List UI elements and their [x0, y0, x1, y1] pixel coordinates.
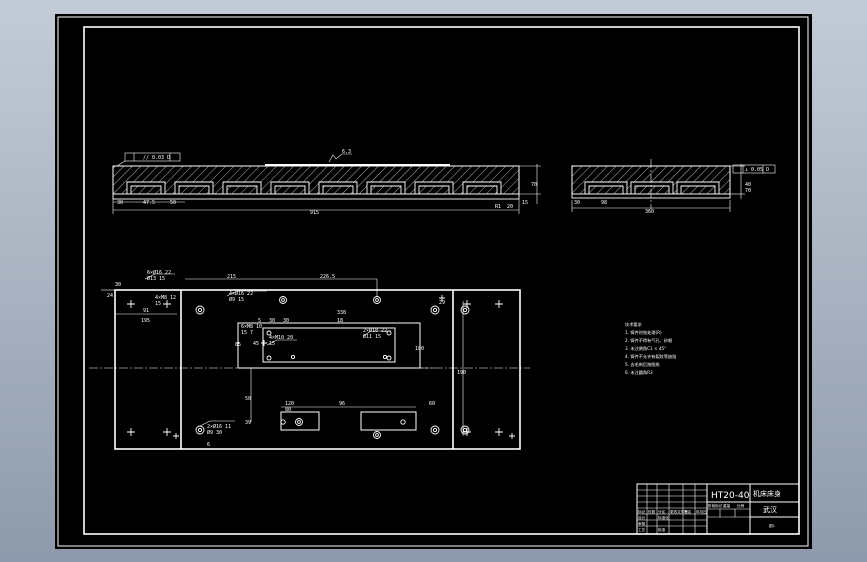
tb-label-zone: 分区	[658, 509, 666, 514]
dim-plan-30c: 30	[283, 318, 289, 324]
dim-plan-190: 190	[457, 370, 466, 376]
note-3: 3. 未注倒角C1 × 45°	[625, 345, 666, 352]
tb-label-count: 处数	[648, 509, 656, 514]
dim-plan-120: 120	[285, 401, 294, 407]
hole-callout-7b: 15 7	[241, 330, 253, 336]
tb-label-approve: 批准	[658, 527, 666, 532]
dim-plan-91: 91	[143, 308, 149, 314]
dim-side-40: 40	[745, 182, 751, 188]
hole-callout-6: 2×Ø16 11	[207, 423, 231, 430]
note-4: 4. 铸件不允许有裂纹等缺陷	[625, 353, 676, 360]
notes-title: 技术要求	[625, 321, 643, 328]
tb-label-process: 工艺	[638, 527, 646, 532]
hole-callout-3b: 15	[269, 341, 275, 347]
title-block-labels: 标记 处数 分区 更改文件号 签名 年月日 设计 标准化 审核 工艺 批准 阶段…	[638, 503, 745, 532]
dim-side-width: 360	[645, 209, 654, 215]
note-6: 6. 未注圆角R3	[625, 369, 653, 376]
dim-plan-a: 5	[258, 318, 261, 324]
tb-label-review: 审核	[638, 521, 646, 526]
tb-label-mark: 标记	[638, 509, 646, 514]
dim-plan-39: 39	[245, 420, 251, 426]
dim-plan-195: 195	[141, 318, 150, 324]
part-name: 机床床身	[753, 489, 781, 498]
hole-callout-7: 6×M8 10	[241, 324, 262, 330]
hole-callout-2: 4×Ø16 22	[229, 290, 253, 297]
dim-front-seg: 47.5	[143, 200, 155, 206]
note-5: 5. 去毛刺后按图纸	[625, 361, 660, 368]
front-section-view	[112, 152, 541, 214]
dim-side-left: 30	[574, 200, 580, 206]
inner-frame	[83, 26, 800, 535]
dim-plan-24: 24	[107, 293, 113, 299]
roughness-top: 6.3	[342, 149, 351, 155]
dim-side-70: 70	[745, 188, 751, 194]
dim-front-15: 15	[522, 200, 528, 206]
hole-callout-3: 4×M10 20	[269, 335, 293, 341]
dim-plan-226: 226.5	[320, 274, 335, 280]
dim-plan-45: 45	[253, 341, 259, 347]
side-section-view	[571, 159, 776, 212]
hole-callout-1: 6×Ø16 22	[147, 269, 171, 276]
dim-plan-80: 80	[285, 407, 291, 413]
dim-side-98: 98	[601, 200, 607, 206]
dim-plan-85: 85	[235, 342, 241, 348]
tb-label-date: 年月日	[696, 509, 707, 514]
tb-label-std: 标准化	[658, 515, 669, 520]
tb-label-scale: 比例	[737, 503, 745, 508]
tb-label-sign: 签名	[684, 509, 692, 514]
dim-front-end: 20	[507, 204, 513, 210]
hole-callout-2b: Ø9 15	[229, 296, 244, 303]
dim-plan-215: 215	[227, 274, 236, 280]
sheet-ref: 图1	[769, 524, 775, 528]
title-block	[636, 483, 800, 535]
tb-label-weight: 重量	[723, 503, 731, 508]
dim-plan-50: 50	[245, 396, 251, 402]
dim-front-height: 70	[531, 182, 537, 188]
dim-front-left: 30	[117, 200, 123, 206]
dim-plan-60: 60	[429, 401, 435, 407]
hole-callout-5b: 15	[155, 301, 161, 307]
flatness-frame: // 0.03 D	[143, 155, 170, 161]
dim-front-seg2: 50	[170, 200, 176, 206]
drawing-sheet: // 0.03 D 6.3 915 30 47.5 50 70 R1 20 15…	[55, 14, 812, 549]
dim-overall-length: 915	[310, 210, 319, 216]
company-name: 武汉	[763, 505, 777, 514]
material-code: HT20-40	[711, 491, 750, 501]
dim-plan-96: 96	[339, 401, 345, 407]
technical-notes: 技术要求 1. 铸件时效处理(R) 2. 铸件不得有气孔、砂眼 3. 未注倒角C…	[625, 321, 676, 376]
hole-callout-4b: Ø11 15	[363, 333, 381, 340]
dim-plan-30b: 30	[269, 318, 275, 324]
hole-callout-1b: Ø13 15	[147, 275, 165, 282]
dim-plan-180: 180	[415, 346, 424, 352]
tb-label-change: 更改文件号	[670, 509, 688, 514]
plan-crosshair-marks	[127, 295, 515, 439]
note-1: 1. 铸件时效处理(R)	[625, 329, 662, 336]
plan-view	[89, 273, 530, 450]
dim-plan-30: 30	[115, 282, 121, 288]
dim-plan-29: 29	[439, 300, 445, 306]
cad-drawing: // 0.03 D 6.3 915 30 47.5 50 70 R1 20 15…	[57, 16, 809, 547]
tb-label-design: 设计	[638, 515, 646, 520]
dim-plan-6x: 6	[207, 442, 210, 448]
hole-callout-4: 2×Ø18 22	[363, 327, 387, 334]
dim-plan-338: 338	[337, 310, 346, 316]
tb-label-stage: 阶段标记	[708, 503, 723, 508]
hole-callout-6b: Ø9 30	[207, 429, 222, 436]
dim-front-r: R1	[495, 204, 501, 210]
dim-plan-18: 18	[337, 318, 343, 324]
outer-frame	[57, 16, 809, 547]
hole-callout-5: 4×M8 12	[155, 295, 176, 301]
note-2: 2. 铸件不得有气孔、砂眼	[625, 337, 673, 344]
side-datum-frame: ⊥ 0.05 D	[745, 167, 769, 173]
plan-holes	[195, 296, 470, 439]
